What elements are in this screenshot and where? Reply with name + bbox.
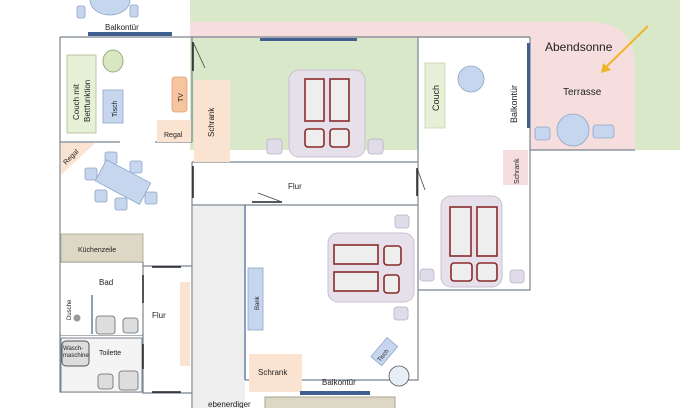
ebenerdig-box [264,396,396,408]
couch-label-2: Bettfunktion [83,80,92,122]
terrace-area [190,22,635,150]
dining-table-group [84,151,158,211]
schrank-lower-label: Schrank [258,368,288,377]
window-bedroom1 [260,38,357,41]
chair [367,138,384,155]
wardrobe-right [503,150,528,185]
bad-label: Bad [99,278,113,287]
chair [394,214,410,229]
wasch-label-1: Wasch- [63,346,83,352]
balkontuer-top-label: Balkontür [105,23,139,32]
schrank-upper-label: Schrank [207,107,216,137]
flur-main-label: Flur [288,182,302,191]
regal-label: Regal [164,132,183,139]
bank-label: Bank [255,295,261,310]
toilette-label: Toilette [99,350,121,357]
bench [247,267,264,331]
wardrobe-flur [180,282,190,366]
table-lower [370,336,399,367]
balcony-table [89,0,131,16]
table-living [102,89,124,124]
sink [95,315,116,335]
tv [171,76,188,113]
couch-with-bed [66,54,97,134]
balcony-door-top[interactable] [88,32,172,36]
ebenerdiger-label: ebenerdiger [208,400,251,408]
couch-right [424,62,446,129]
couch-label-1: Couch mit [72,83,81,120]
wardrobe-upper [194,80,230,162]
balcony-door-right[interactable] [527,43,530,128]
chair [534,126,551,141]
kuechenzeile-label: Küchenzeile [78,247,116,254]
terrasse-label: Terrasse [563,87,602,98]
sink-toilet [97,373,114,390]
chair [393,306,409,321]
chair [266,138,283,155]
chair [592,124,615,139]
shelf-living [157,120,191,142]
chair [419,268,435,282]
toilet-bad [122,317,139,334]
kitchen-counter [60,233,144,263]
abendsonne-label: Abendsonne [545,40,613,54]
chair [76,5,86,19]
wardrobe-lower [249,354,302,392]
washing-machine [61,340,90,367]
couch-right-label: Couch [431,85,441,111]
round-table-right [457,65,485,93]
tisch-label: Tisch [112,100,119,117]
balkontuer-right-label: Balkontür [509,85,519,123]
schrank-right-label: Schrank [514,158,521,184]
chair [129,4,139,18]
flur-small-label: Flur [152,311,166,320]
toilet [118,370,139,391]
round-table-lower [388,365,410,387]
shelf-dining [61,143,95,175]
dusche-label: Dusche [67,299,73,320]
chair [509,269,525,284]
tv-label: TV [178,93,185,102]
sun-arrow-icon [602,25,649,71]
balkontuer-lower-label: Balkontür [322,378,356,387]
shower-head [73,314,81,322]
wasch-label-2: maschine [63,353,89,359]
balcony-door-lower[interactable] [300,391,370,395]
bed-1 [288,69,366,158]
terrace-table [556,113,590,147]
plant [102,49,124,73]
